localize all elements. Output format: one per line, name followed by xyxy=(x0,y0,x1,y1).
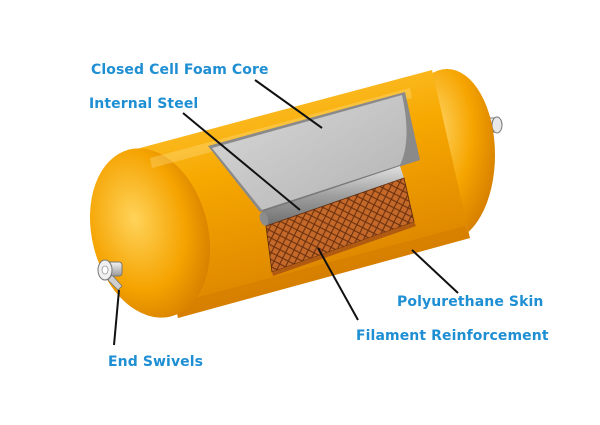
internal-steel-tube xyxy=(262,166,404,226)
foam-core-region xyxy=(212,95,407,210)
label-end-swivels: End Swivels xyxy=(108,354,204,370)
label-filament-reinforcement: Filament Reinforcement xyxy=(356,328,549,344)
leader-line-filament xyxy=(317,247,359,321)
leader-lines xyxy=(113,79,459,346)
label-polyurethane-skin: Polyurethane Skin xyxy=(397,294,544,310)
leader-line-polyurethane-skin xyxy=(411,249,459,294)
leader-line-end-swivels xyxy=(113,289,120,346)
leader-line-internal-steel xyxy=(182,112,301,211)
cutaway-section xyxy=(208,92,420,276)
leader-line-foam-core xyxy=(254,79,323,129)
label-closed-cell-foam-core: Closed Cell Foam Core xyxy=(91,62,269,78)
swivel-icon-left xyxy=(97,259,123,291)
label-internal-steel: Internal Steel xyxy=(89,96,199,112)
